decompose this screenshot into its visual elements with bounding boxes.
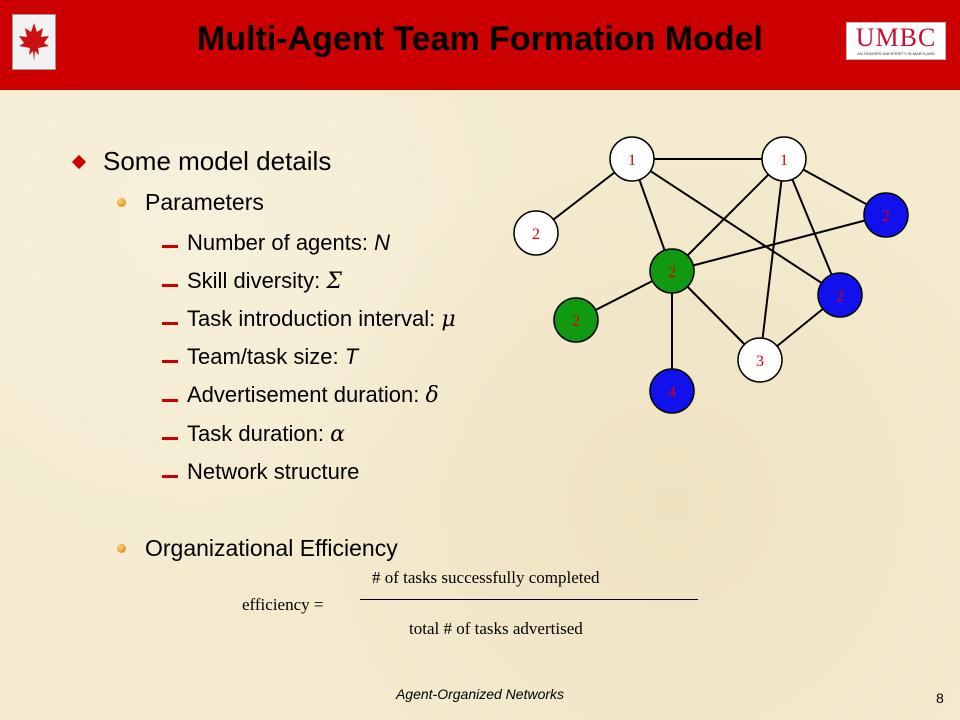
dash-bullet-icon	[162, 245, 178, 248]
param-text: Number of agents:	[187, 230, 375, 255]
network-node-label: 4	[668, 384, 676, 401]
dash-bullet-icon	[162, 475, 178, 478]
dot-bullet-icon	[117, 198, 126, 207]
efficiency-heading: Organizational Efficiency	[145, 535, 398, 561]
param-item: Team/task size: T	[187, 344, 358, 370]
param-symbol: N	[374, 230, 390, 255]
network-node-label: 1	[628, 152, 636, 169]
dash-bullet-icon	[162, 399, 178, 402]
parameters-heading: Parameters	[145, 189, 264, 215]
network-node-label: 3	[756, 353, 764, 370]
umbc-logo: UMBC AN HONORS UNIVERSITY IN MARYLAND	[846, 22, 946, 60]
formula-denominator: total # of tasks advertised	[409, 619, 583, 638]
umbc-logo-text: UMBC	[855, 23, 937, 52]
footer-text: Agent-Organized Networks	[395, 686, 565, 702]
network-node-label: 2	[532, 226, 540, 243]
network-edge	[631, 158, 841, 296]
param-symbol: T	[344, 344, 359, 369]
slide-title: Multi-Agent Team Formation Model	[196, 20, 763, 58]
network-node-label: 2	[668, 264, 676, 281]
network-node	[553, 297, 599, 343]
network-node	[609, 136, 655, 182]
param-text: Skill diversity:	[187, 268, 327, 293]
network-node	[649, 248, 695, 294]
formula-numerator: # of tasks successfully completed	[372, 568, 600, 587]
param-item: Task duration: α	[187, 421, 345, 447]
network-node	[513, 210, 559, 256]
network-edge	[783, 158, 841, 296]
main-bullet: Some model details	[103, 146, 332, 176]
network-node	[737, 337, 783, 383]
param-item: Skill diversity: Σ	[187, 268, 342, 294]
param-item: Task introduction interval: μ	[187, 306, 456, 332]
network-node-label: 2	[882, 208, 890, 225]
network-edge	[671, 158, 785, 272]
maple-leaf-logo	[12, 14, 56, 70]
dash-bullet-icon	[162, 322, 178, 325]
param-symbol: Σ	[326, 269, 342, 294]
dash-bullet-icon	[162, 284, 178, 287]
title-bar	[0, 0, 960, 90]
param-item: Network structure	[187, 459, 359, 485]
param-text: Advertisement duration:	[187, 382, 426, 407]
network-node-label: 2	[572, 313, 580, 330]
param-symbol: α	[330, 422, 345, 447]
param-item: Number of agents: N	[187, 230, 390, 256]
network-node-label: 1	[780, 152, 788, 169]
network-node	[863, 192, 909, 238]
param-text: Task duration:	[187, 421, 331, 446]
dash-bullet-icon	[162, 360, 178, 363]
network-edge	[671, 214, 887, 272]
formula-lhs: efficiency =	[242, 595, 324, 614]
maple-leaf-icon	[19, 23, 49, 61]
param-text: Network structure	[187, 459, 360, 484]
param-symbol: μ	[441, 307, 456, 332]
param-item: Advertisement duration: δ	[187, 382, 439, 408]
dot-bullet-icon	[117, 544, 126, 553]
dash-bullet-icon	[162, 437, 178, 440]
param-text: Team/task size:	[187, 344, 345, 369]
fraction-bar	[360, 599, 698, 600]
page-number: 8	[936, 690, 944, 706]
network-edge	[759, 158, 785, 361]
param-text: Task introduction interval:	[187, 306, 442, 331]
network-node	[817, 272, 863, 318]
network-node-label: 2	[836, 288, 844, 305]
param-symbol: δ	[425, 383, 439, 408]
umbc-logo-subtext: AN HONORS UNIVERSITY IN MARYLAND	[857, 51, 935, 56]
network-node	[761, 136, 807, 182]
network-node	[649, 368, 695, 414]
